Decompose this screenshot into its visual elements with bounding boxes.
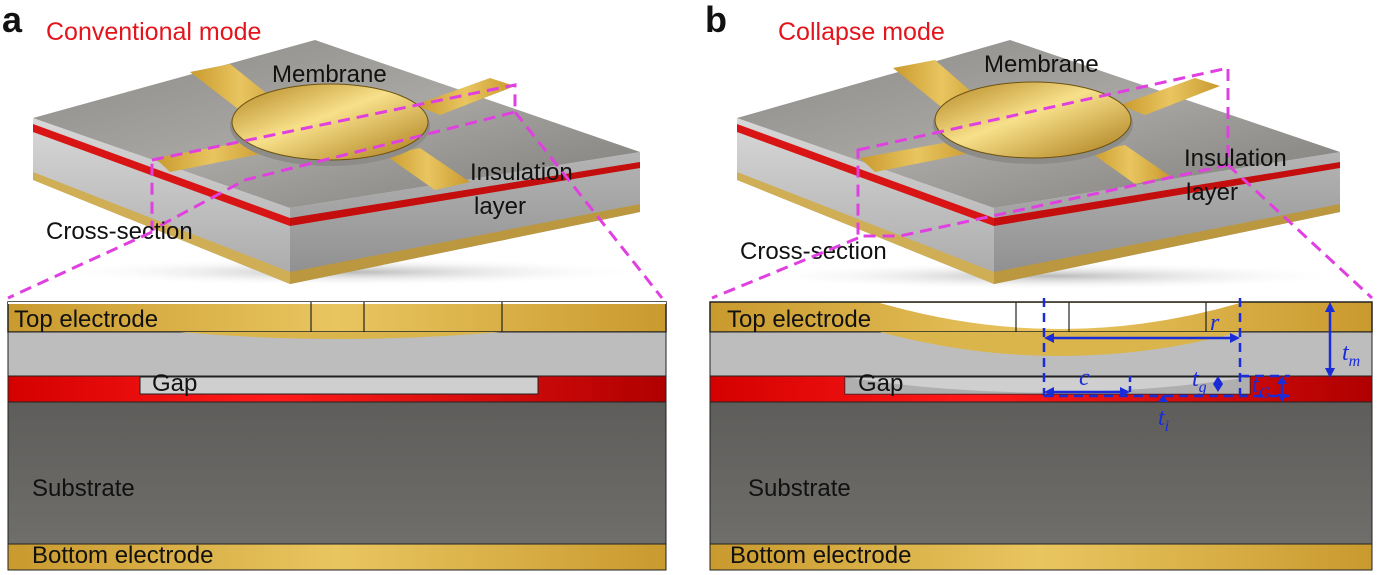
panel-b-top-electrode-label: Top electrode: [727, 306, 871, 333]
panel-a-device-3d: [33, 40, 650, 286]
dim-tg-base: t: [1192, 366, 1200, 392]
panel-b-device-3d: [737, 40, 1350, 290]
panel-b-gap-label: Gap: [858, 370, 903, 397]
panel-a-letter: a: [2, 0, 23, 40]
dim-tg-sub: g: [1199, 379, 1207, 396]
panel-a: a Conventional mode M: [2, 0, 667, 571]
panel-a-cross-section-label: Cross-section: [46, 218, 193, 245]
dim-c-label: c: [1079, 365, 1090, 391]
dim-tm-sub: m: [1349, 353, 1361, 370]
dim-tG-label: tG: [1252, 372, 1271, 402]
dim-ti-label: ti: [1158, 405, 1169, 435]
panel-a-membrane-label: Membrane: [272, 61, 387, 88]
panel-b-insulation-label-1: Insulation: [1184, 145, 1287, 172]
dim-ti-sub: i: [1165, 418, 1169, 435]
panel-b-cross-section-label: Cross-section: [740, 238, 887, 265]
panel-a-bottom-electrode-label: Bottom electrode: [32, 542, 213, 569]
panel-b-bottom-electrode-label: Bottom electrode: [730, 542, 911, 569]
dim-tg-label: tg: [1192, 366, 1207, 396]
panel-a-insulation-label-2: layer: [474, 193, 526, 220]
panel-a-top-electrode-label: Top electrode: [14, 306, 158, 333]
dim-tG-sub: G: [1259, 385, 1271, 402]
dim-tm-base: t: [1342, 340, 1350, 366]
panel-b-insulation-label-2: layer: [1186, 179, 1238, 206]
panel-b: b Collapse mode Membrane Insulation laye…: [705, 0, 1374, 571]
dim-r-label: r: [1210, 310, 1220, 336]
dim-ti-base: t: [1158, 405, 1166, 431]
panel-a-mode-title: Conventional mode: [46, 18, 261, 46]
dim-tm-label: tm: [1342, 340, 1360, 370]
dim-tG-base: t: [1252, 372, 1260, 398]
panel-a-cross-section: [7, 301, 667, 571]
panel-b-mode-title: Collapse mode: [778, 18, 945, 46]
panel-b-letter: b: [705, 0, 727, 40]
panel-a-substrate-label: Substrate: [32, 475, 135, 502]
panel-b-dimensions: [1042, 298, 1335, 402]
panel-b-membrane-label: Membrane: [984, 51, 1099, 78]
panel-b-substrate-label: Substrate: [748, 475, 851, 502]
panel-a-gap-label: Gap: [152, 370, 197, 397]
panel-a-insulation-label-1: Insulation: [470, 159, 573, 186]
panel-b-cross-section: [709, 301, 1373, 571]
